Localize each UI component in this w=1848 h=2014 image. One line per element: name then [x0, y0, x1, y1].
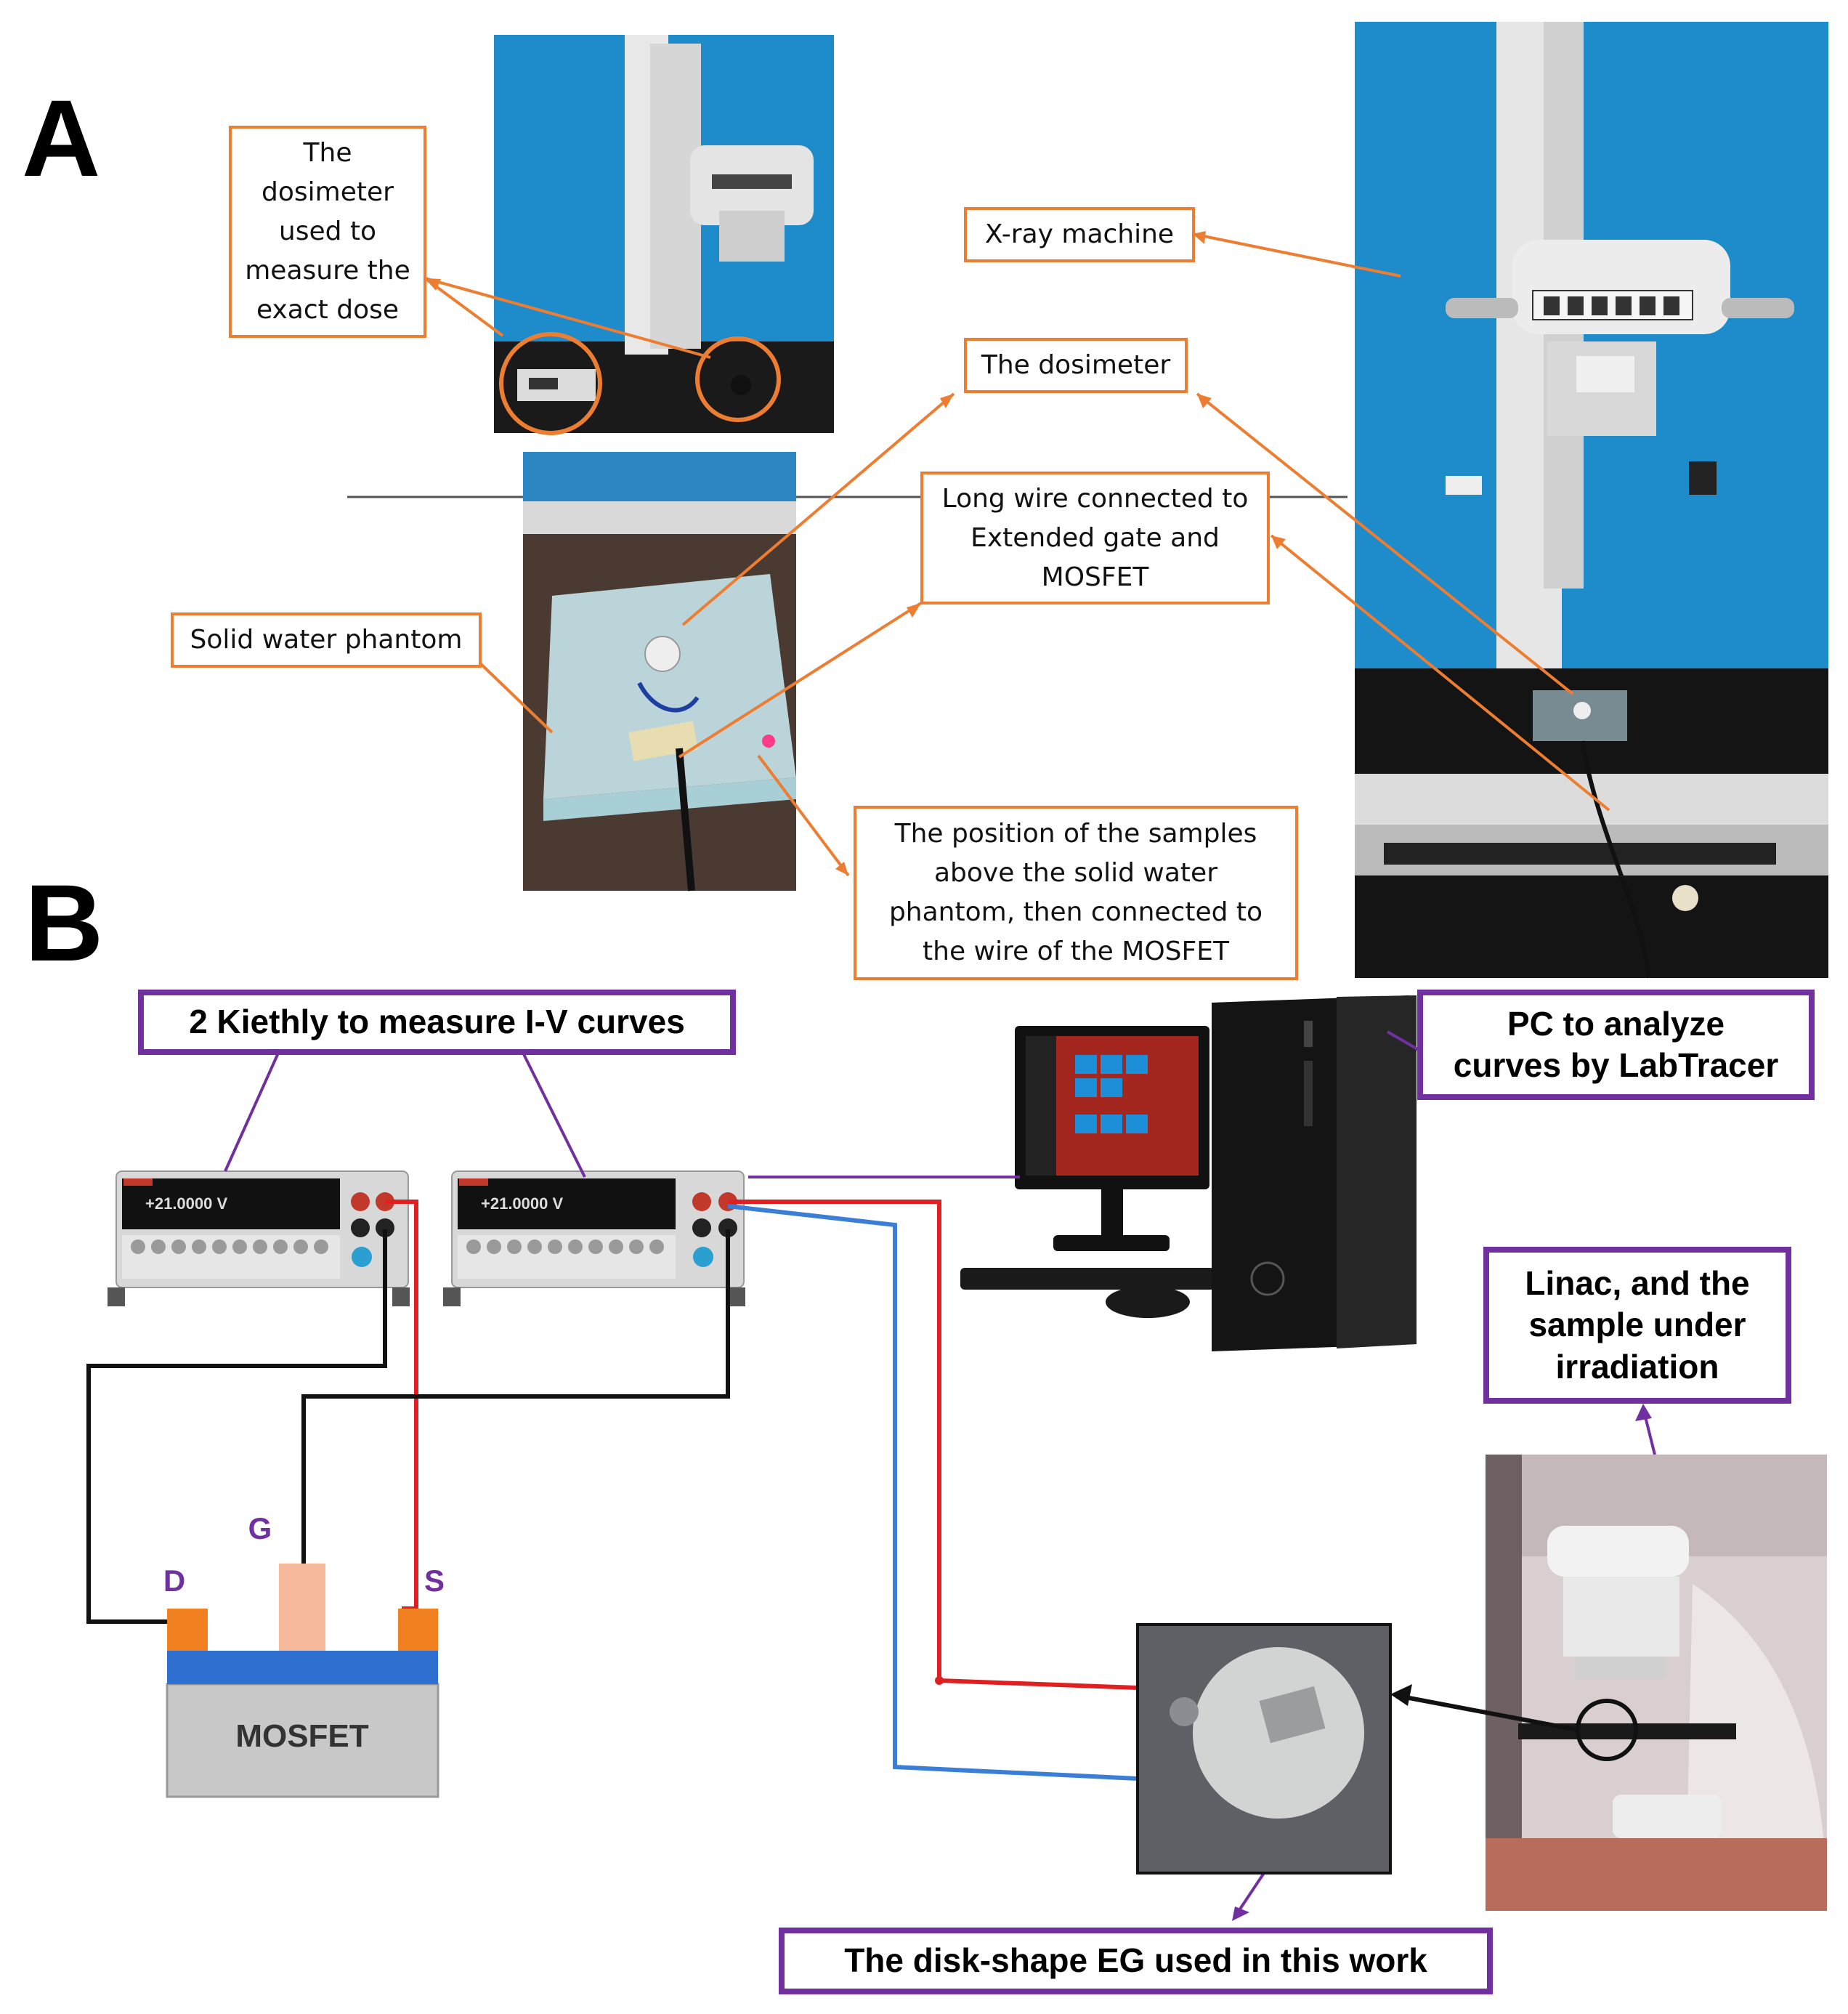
arrowhead-icon	[1390, 1684, 1412, 1706]
mosfet-drain-label: D	[163, 1564, 185, 1598]
callout-keithley: 2 Kiethly to measure I-V curves	[138, 990, 736, 1055]
keithley-instrument-1	[108, 1170, 410, 1306]
panel-label-a: A	[22, 77, 101, 199]
photo-xray-dosimeter	[494, 35, 834, 435]
callout-xray-machine: X-ray machine	[964, 207, 1195, 262]
callout-arrowheads-a	[425, 231, 1286, 875]
mosfet-source-label: S	[424, 1564, 445, 1598]
callout-linac-sample: Linac, and the sample under irradiation	[1483, 1247, 1791, 1404]
keithley-1-display: +21.0000 V	[145, 1194, 227, 1213]
mosfet-label: MOSFET	[235, 1718, 368, 1754]
linac-to-eg-arrow	[1397, 1694, 1578, 1732]
callout-dosimeter-exact-dose: The dosimeter used to measure the exact …	[229, 126, 426, 338]
callout-lines-a	[423, 232, 1610, 877]
photo-linac	[1486, 1455, 1827, 1911]
photo-xray-machine	[1355, 22, 1828, 979]
callout-arrowheads-b	[1232, 1404, 1652, 1921]
mosfet-structure	[166, 1564, 439, 1798]
callout-sample-position: The position of the samples above the so…	[854, 806, 1298, 980]
panel-label-b: B	[25, 862, 104, 984]
callout-solid-water-phantom: Solid water phantom	[171, 612, 482, 668]
wires	[86, 1200, 1138, 1781]
pc-computer	[960, 995, 1417, 1351]
mosfet-gate-label: G	[248, 1511, 272, 1545]
photo-disk-eg	[1136, 1623, 1392, 1875]
callout-long-wire: Long wire connected to Extended gate and…	[920, 472, 1270, 604]
callout-disk-eg: The disk-shape EG used in this work	[779, 1928, 1493, 1994]
callout-the-dosimeter: The dosimeter	[964, 338, 1188, 393]
photo-solid-water-phantom	[523, 452, 796, 891]
keithley-instrument-2	[443, 1170, 745, 1306]
callout-pc-labtracer: PC to analyze curves by LabTracer	[1417, 990, 1815, 1100]
keithley-2-display: +21.0000 V	[481, 1194, 563, 1213]
